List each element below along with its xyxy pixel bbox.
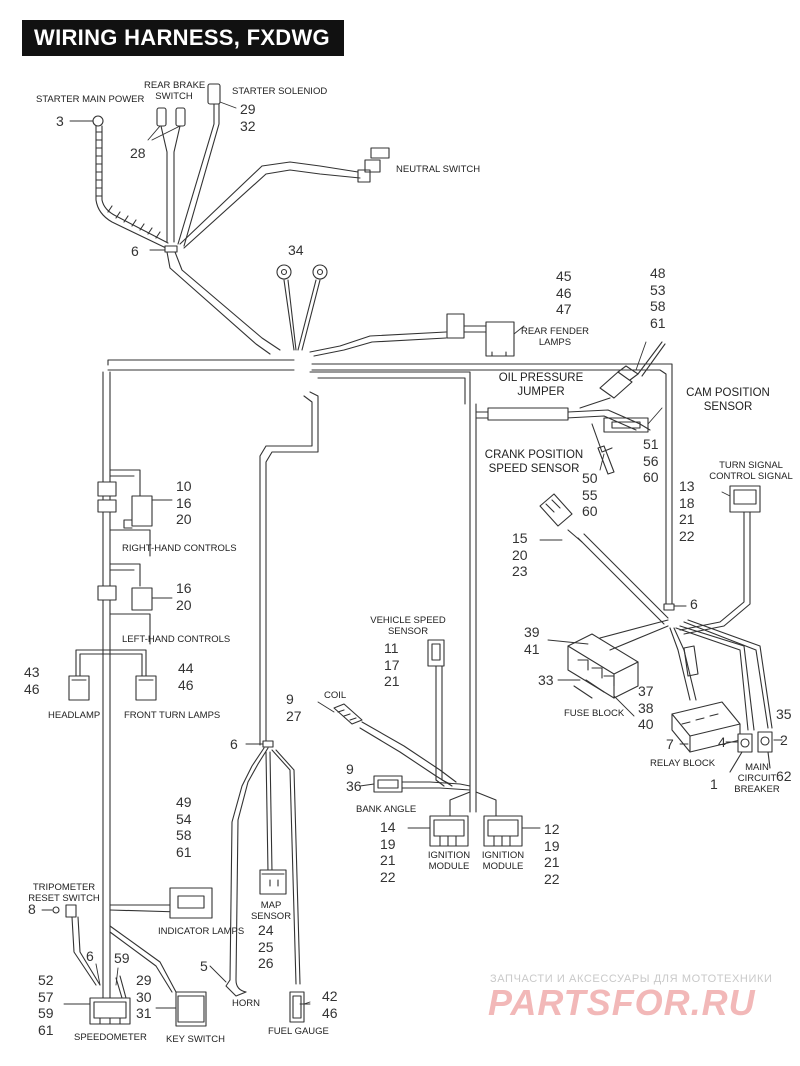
turn-signal-control-label: TURN SIGNAL CONTROL SIGNAL [709, 460, 793, 482]
rear-brake-switch-part-number: 28 [130, 145, 146, 161]
ground-terminals-part-number: 34 [288, 242, 304, 258]
leader-lines [41, 101, 781, 1009]
speedometer-label: SPEEDOMETER [74, 1032, 147, 1043]
fuse-relay-wires [539, 485, 783, 773]
relay-block-part-number: 7 [666, 736, 674, 752]
sensor-branch-wires [309, 341, 666, 813]
cam-position-sensor-label: CAM POSITION SENSOR [686, 387, 770, 413]
fuse-block-part-number-side: 33 [538, 672, 554, 688]
clip-right-part-number: 6 [690, 596, 698, 612]
crank-position-sensor-label: CRANK POSITION SPEED SENSOR [484, 449, 584, 475]
vehicle-speed-sensor-label: VEHICLE SPEED SENSOR [370, 615, 446, 637]
clip-middle-part-number: 6 [230, 736, 238, 752]
neutral-switch-label: NEUTRAL SWITCH [396, 164, 481, 175]
headlamp-label: HEADLAMP [48, 710, 101, 721]
rear-brake-switch-label: REAR BRAKE SWITCH [144, 80, 206, 102]
ignition-module-left-label: IGNITION MODULE [427, 850, 471, 872]
tripometer-reset-switch-part-number: 8 [28, 901, 36, 917]
fuse-block-label: FUSE BLOCK [564, 708, 625, 719]
breaker-part-number-62: 62 [776, 768, 792, 784]
starter-solenoid-label: STARTER SOLENIOD [232, 86, 328, 97]
coil-label: COIL [324, 690, 347, 701]
tripometer-reset-switch-label: TRIPOMETER RESET SWITCH [28, 882, 100, 904]
indicator-lamps-label: INDICATOR LAMPS [158, 926, 245, 937]
ignition-wires [333, 639, 523, 847]
ignition-module-right-label: IGNITION MODULE [481, 850, 525, 872]
breaker-part-number-1: 1 [710, 776, 718, 792]
upper-harness-wires [92, 83, 673, 611]
main-circuit-breaker-label: MAIN CIRCUIT BREAKER [734, 762, 780, 795]
map-sensor-label: MAP SENSOR [250, 900, 292, 922]
breaker-part-number-35: 35 [776, 706, 792, 722]
horn-part-number: 5 [200, 958, 208, 974]
horn-label: HORN [232, 998, 260, 1009]
center-trunk-wires [225, 391, 319, 1023]
breaker-part-number-2: 2 [780, 732, 788, 748]
watermark-logo: PARTSFOR.RU [488, 982, 756, 1023]
watermark-tagline: ЗАПЧАСТИ И АКСЕССУАРЫ ДЛЯ МОТОТЕХНИКИ [490, 973, 773, 985]
bank-angle-label: BANK ANGLE [356, 804, 417, 815]
rear-fender-lamps-label: REAR FENDER LAMPS [520, 326, 590, 348]
fuel-gauge-label: FUEL GAUGE [268, 1026, 329, 1037]
clip-upper-part-number: 6 [131, 243, 139, 259]
speedometer-part-number-59: 59 [114, 950, 130, 966]
handlebar-trunk-wires [52, 371, 213, 1027]
key-switch-label: KEY SWITCH [166, 1034, 225, 1045]
left-hand-controls-label: LEFT-HAND CONTROLS [122, 634, 231, 645]
breaker-part-number-4: 4 [718, 734, 726, 750]
oil-pressure-jumper-label: OIL PRESSURE JUMPER [498, 372, 584, 398]
starter-main-power-part-number: 3 [56, 113, 64, 129]
page-title: WIRING HARNESS, FXDWG [22, 20, 344, 56]
relay-block-label: RELAY BLOCK [650, 758, 716, 769]
starter-main-power-label: STARTER MAIN POWER [36, 94, 145, 105]
front-turn-lamps-label: FRONT TURN LAMPS [124, 710, 221, 721]
speedometer-part-number-6: 6 [86, 948, 94, 964]
right-hand-controls-label: RIGHT-HAND CONTROLS [122, 543, 237, 554]
